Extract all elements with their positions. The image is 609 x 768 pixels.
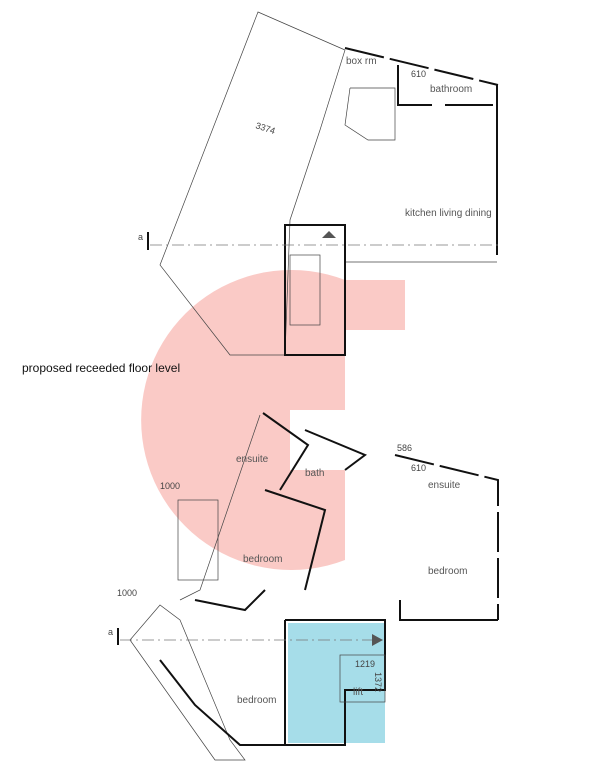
dimension-label: 1000 bbox=[117, 588, 137, 598]
dimension-label: 1372 bbox=[373, 672, 383, 692]
room-label: bedroom bbox=[237, 695, 276, 706]
stair-lift-highlight bbox=[288, 623, 385, 743]
room-label: bathroom bbox=[430, 84, 472, 95]
room-label: ensuite bbox=[236, 454, 269, 465]
room-label: bedroom bbox=[428, 566, 467, 577]
room-label: kitchen living dining bbox=[405, 208, 492, 219]
room-label: box rm bbox=[346, 56, 377, 67]
dimension-label: 586 bbox=[397, 443, 412, 453]
room-label: bath bbox=[305, 468, 324, 479]
section-marker: a bbox=[108, 627, 113, 637]
section-marker: a bbox=[138, 232, 143, 242]
dimension-label: 1000 bbox=[160, 481, 180, 491]
dimension-label: 3374 bbox=[254, 120, 276, 136]
lower-floor-plan: ensuite bath ensuite bedroom bedroom bed… bbox=[108, 412, 499, 761]
room-label: ensuite bbox=[428, 480, 461, 491]
dimension-label: 610 bbox=[411, 463, 426, 473]
room-label: lift bbox=[353, 687, 363, 698]
room-label: bedroom bbox=[243, 554, 282, 565]
drawing-title: proposed receeded floor level bbox=[22, 361, 180, 375]
dimension-label: 610 bbox=[411, 69, 426, 79]
dimension-label: 1219 bbox=[355, 659, 375, 669]
upper-floor-plan: box rm bathroom kitchen living dining 61… bbox=[138, 11, 500, 356]
